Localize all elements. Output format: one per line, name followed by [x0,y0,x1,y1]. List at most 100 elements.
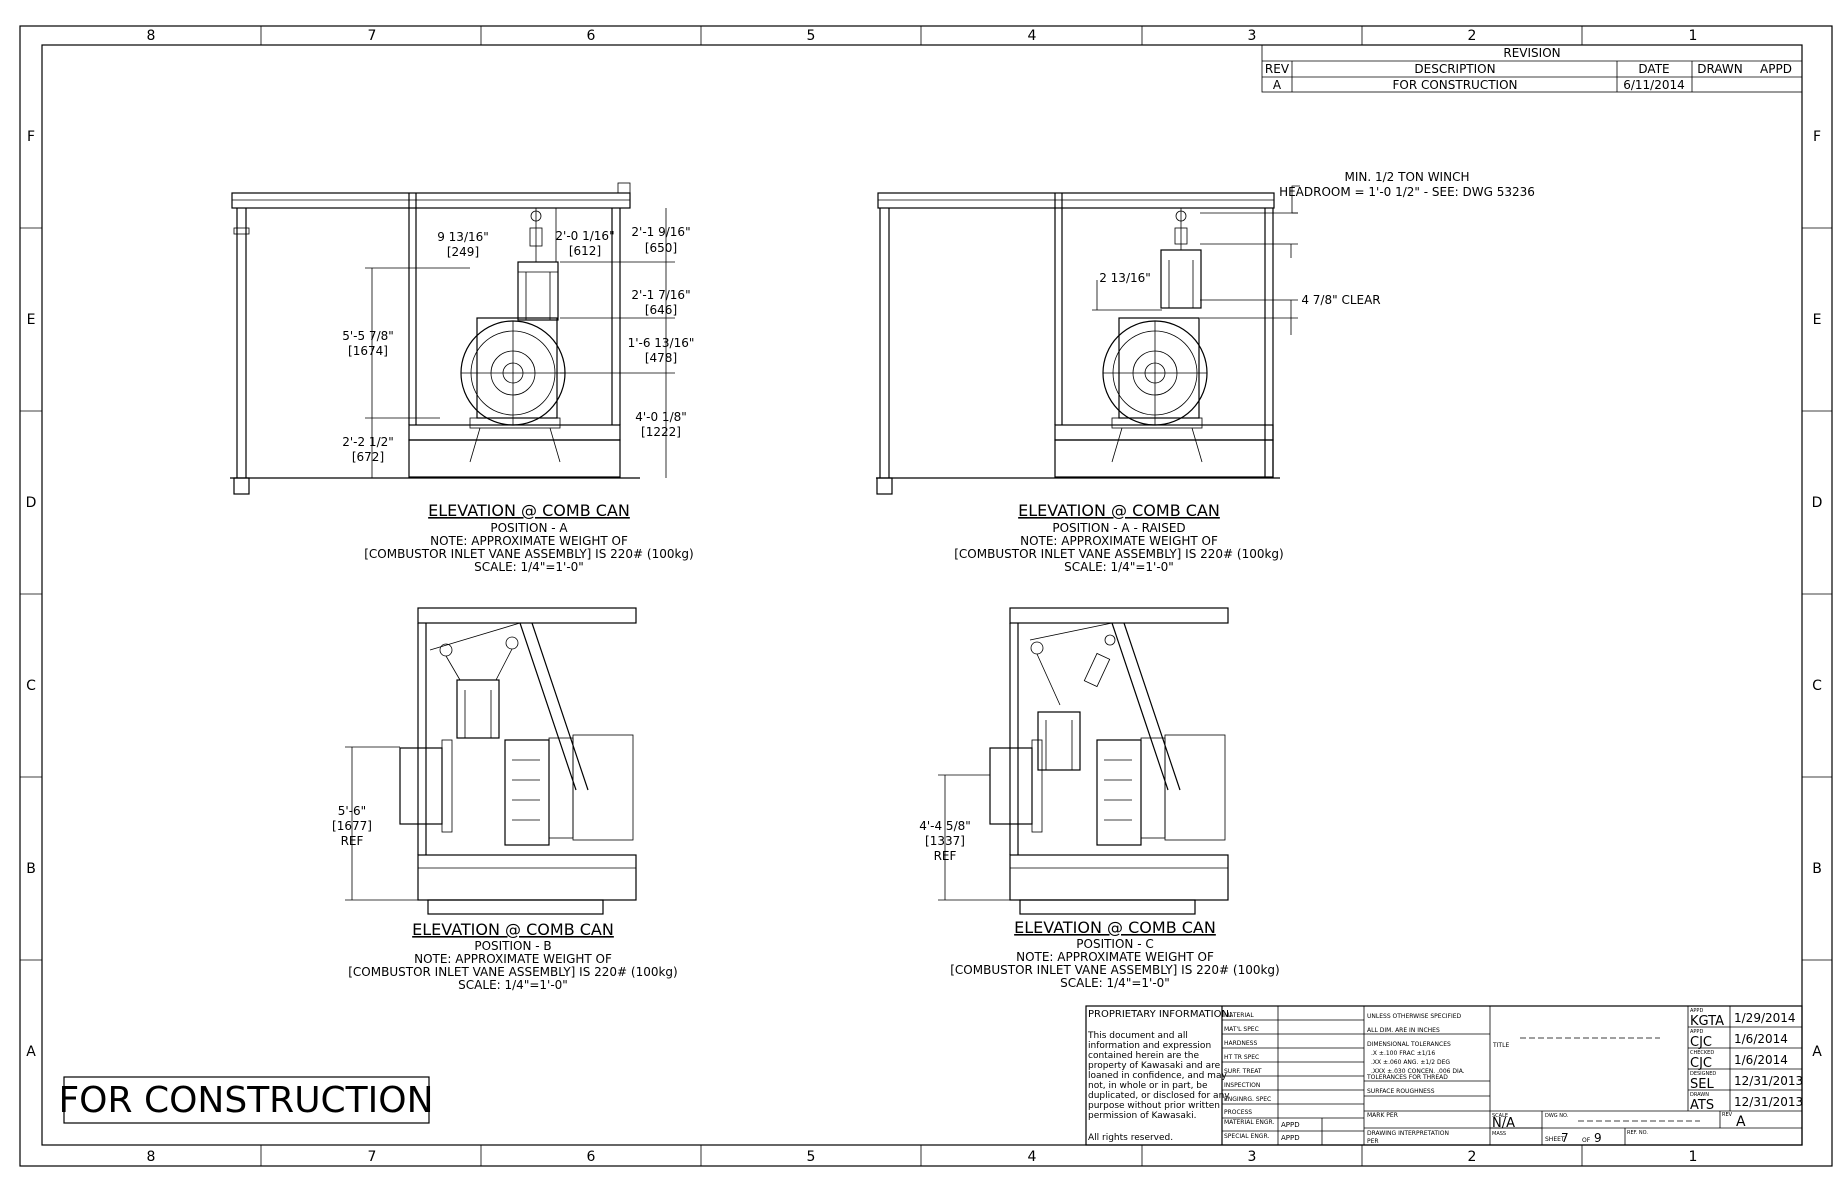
clearance-note: 4 7/8" CLEAR [1301,293,1380,307]
drawing-interp-per: PER [1367,1138,1379,1145]
proprietary-heading: PROPRIETARY INFORMATION: [1088,1009,1232,1020]
dimensions-position-a-raised: MIN. 1/2 TON WINCH HEADROOM = 1'-0 1/2" … [1092,170,1535,335]
zone-row-f-right: F [1813,129,1821,145]
zone-row-d-right: D [1812,495,1823,511]
tol-line: UNLESS OTHERWISE SPECIFIED [1367,1013,1462,1020]
zone-col-8: 8 [147,28,156,44]
dim-a-6-metric: [478] [645,351,677,365]
prop-line: contained herein are the [1088,1051,1200,1061]
signature-row: APPD CJC 1/6/2014 [1690,1029,1788,1050]
stamp-text: FOR CONSTRUCTION [58,1080,433,1121]
frame-drawing-a [230,182,640,495]
winch-note: MIN. 1/2 TON WINCH [1345,170,1470,184]
signature-row: APPD KGTA 1/29/2014 [1690,1008,1796,1029]
headroom-note: HEADROOM = 1'-0 1/2" - SEE: DWG 53236 [1279,185,1535,199]
zone-col-3-bottom: 3 [1248,1149,1257,1165]
prop-line: This document and all [1087,1031,1188,1041]
dim-a-3-metric: [650] [645,241,677,255]
sig-role: DRAWN [1690,1092,1709,1098]
mat-label: INSPECTION [1224,1082,1260,1089]
dim-a-2: 2'-0 1/16" [555,229,614,243]
mat-label: HARDNESS [1224,1040,1257,1047]
zone-row-a: A [26,1044,36,1060]
tol-line: TOLERANCES FOR THREAD [1366,1074,1448,1081]
zone-row-d: D [26,495,37,511]
tol-line: ALL DIM. ARE IN INCHES [1367,1027,1440,1034]
mat-label: HT TR SPEC [1224,1054,1259,1061]
tol-line: SURFACE ROUGHNESS [1367,1088,1435,1095]
tol-line: .X ±.100 FRAC ±1/16 [1371,1050,1435,1057]
caption-position-a: ELEVATION @ COMB CAN POSITION - A NOTE: … [364,501,693,574]
dimensions-position-c: 4'-4 5/8" [1337] REF [919,774,1010,901]
of-label: OF [1582,1137,1591,1144]
view-note: NOTE: APPROXIMATE WEIGHT OF [1020,534,1218,548]
tol-line: .XXX ±.030 CONCEN. .006 DIA. [1371,1068,1465,1075]
sheet-label: SHEET [1545,1136,1565,1143]
zone-col-6-bottom: 6 [587,1149,596,1165]
zone-col-1-bottom: 1 [1689,1149,1698,1165]
appd-label: APPD [1281,1134,1300,1142]
zone-col-8-bottom: 8 [147,1149,156,1165]
title-area: TITLE [1492,1006,1689,1111]
mass-label: MASS [1492,1131,1506,1137]
tol-line: .XX ±.060 ANG. ±1/2 DEG [1371,1059,1450,1066]
sig-date: 1/29/2014 [1734,1011,1796,1025]
view-note-weight: [COMBUSTOR INLET VANE ASSEMBLY] IS 220# … [364,547,693,561]
dimensions-position-b: 5'-6" [1677] REF [332,746,418,901]
prop-line: duplicated, or disclosed for any [1088,1091,1230,1101]
dim-a-4: 2'-1 7/16" [631,288,690,302]
signature-row: CHECKED CJC 1/6/2014 [1690,1050,1788,1071]
caption-position-a-raised: ELEVATION @ COMB CAN POSITION - A - RAIS… [954,501,1283,574]
prop-line: permission of Kawasaki. [1088,1111,1196,1121]
dim-a-8: 2'-2 1/2" [342,435,394,449]
view-scale: SCALE: 1/4"=1'-0" [1060,976,1170,990]
sig-name: SEL [1690,1077,1714,1092]
view-scale: SCALE: 1/4"=1'-0" [1064,560,1174,574]
view-title: ELEVATION @ COMB CAN [1014,918,1216,937]
zone-row-a-right: A [1812,1044,1822,1060]
zone-col-5: 5 [807,28,816,44]
sheet-total: 9 [1594,1131,1602,1145]
for-construction-stamp: FOR CONSTRUCTION [58,1076,434,1124]
prop-line: information and expression [1088,1041,1211,1051]
zone-col-7: 7 [368,28,377,44]
sig-date: 12/31/2013 [1734,1095,1803,1109]
view-note-weight: [COMBUSTOR INLET VANE ASSEMBLY] IS 220# … [348,965,677,979]
view-position-a: 9 13/16" [249] 2'-0 1/16" [612] 2'-1 9/1… [230,182,694,574]
dim-a-5-metric: [1674] [348,344,388,358]
view-position-b: 5'-6" [1677] REF ELEVATION @ COMB CAN PO… [332,607,678,992]
title-block: PROPRIETARY INFORMATION: This document a… [1085,1005,1803,1146]
view-position-a-raised: MIN. 1/2 TON WINCH HEADROOM = 1'-0 1/2" … [876,170,1535,574]
zone-col-3: 3 [1248,28,1257,44]
drawn-col-header: DRAWN [1697,62,1743,76]
scale-value: N/A [1492,1116,1515,1131]
sig-role: CHECKED [1690,1050,1714,1056]
dim-a-5: 5'-5 7/8" [342,329,394,343]
view-position: POSITION - C [1076,937,1153,951]
dim-c-1-metric: [1337] [925,834,965,848]
dwg-no-label: DWG NO. [1545,1113,1569,1119]
zone-labels-bottom: 8 7 6 5 4 3 2 1 [147,1149,1698,1165]
zone-col-1: 1 [1689,28,1698,44]
dim-b-1-metric: [1677] [332,819,372,833]
view-title: ELEVATION @ COMB CAN [1018,501,1220,520]
view-note: NOTE: APPROXIMATE WEIGHT OF [414,952,612,966]
dim-b-1-ref: REF [341,834,364,848]
description-col-header: DESCRIPTION [1414,62,1495,76]
rev-value: A [1736,1114,1746,1130]
rev-value: A [1273,78,1282,92]
sig-name: CJC [1690,1056,1712,1071]
material-grid: MATERIAL MAT'L SPEC HARDNESS HT TR SPEC … [1222,1006,1365,1145]
zone-col-6: 6 [587,28,596,44]
dim-a-8-metric: [672] [352,450,384,464]
view-note-weight: [COMBUSTOR INLET VANE ASSEMBLY] IS 220# … [950,963,1279,977]
zone-col-5-bottom: 5 [807,1149,816,1165]
frame-drawing-c [989,607,1229,915]
tolerance-block: UNLESS OTHERWISE SPECIFIED ALL DIM. ARE … [1364,1006,1802,1145]
zone-row-e-right: E [1813,312,1822,328]
zone-labels-left: F E D C B A [26,129,37,1060]
dim-a-1-metric: [249] [447,245,479,259]
view-scale: SCALE: 1/4"=1'-0" [458,978,568,992]
dim-a-7: 4'-0 1/8" [635,410,687,424]
